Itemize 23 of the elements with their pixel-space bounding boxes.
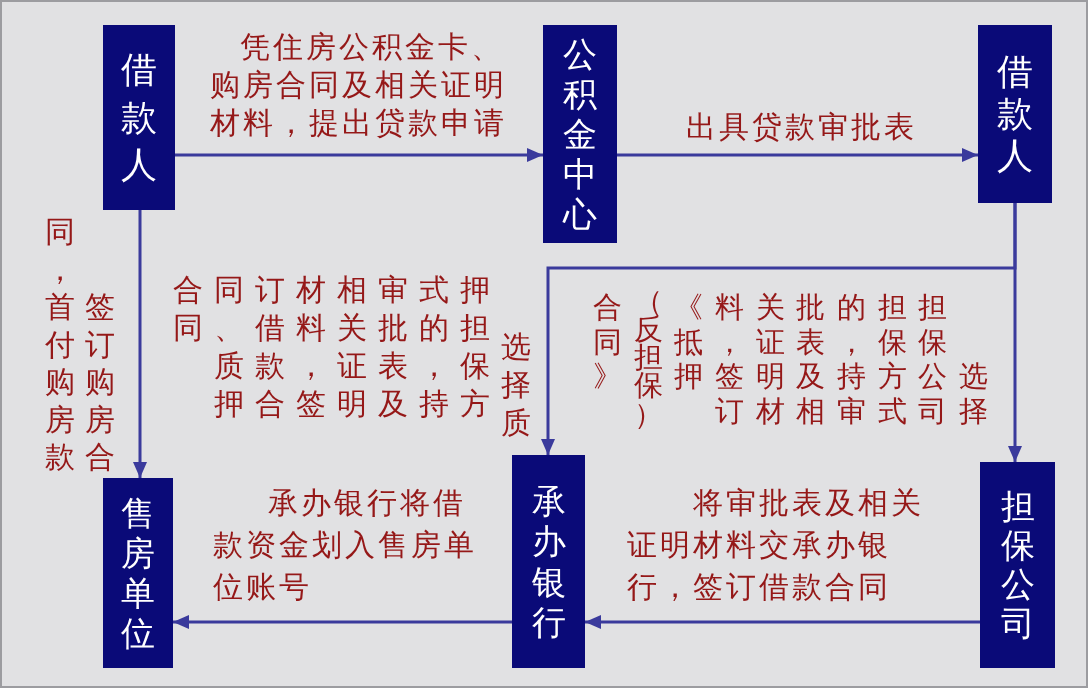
box-label: 售房单位 (121, 492, 155, 654)
edge-label: 将审批表及相关证明材料交承办银行，签订借款合同 (627, 484, 925, 606)
arrow (133, 210, 147, 478)
box-label: 承办银行 (531, 481, 566, 642)
process-box (103, 478, 173, 668)
process-box (103, 25, 175, 210)
process-box (978, 25, 1052, 203)
arrow (585, 615, 980, 629)
process-box (543, 25, 617, 243)
arrow (173, 615, 512, 629)
box-label: 借款人 (121, 47, 157, 188)
box-label: 借款人 (997, 50, 1033, 178)
arrow (175, 148, 543, 162)
process-box (980, 462, 1055, 668)
process-box (512, 455, 585, 668)
edge-label: 出具贷款审批表 (686, 108, 918, 146)
edge-label: 凭住房公积金卡、购房合同及相关证明材料，提出贷款申请 (210, 28, 508, 142)
arrow (1008, 203, 1022, 462)
box-label: 公积金中心 (563, 33, 597, 235)
box-label: 担保公司 (1000, 486, 1035, 644)
edge-label: 签订购房合同，首付购房款 (44, 213, 116, 476)
edge-label: 承办银行将借款资金划入售房单位账号 (213, 484, 478, 606)
arrow (617, 148, 978, 162)
